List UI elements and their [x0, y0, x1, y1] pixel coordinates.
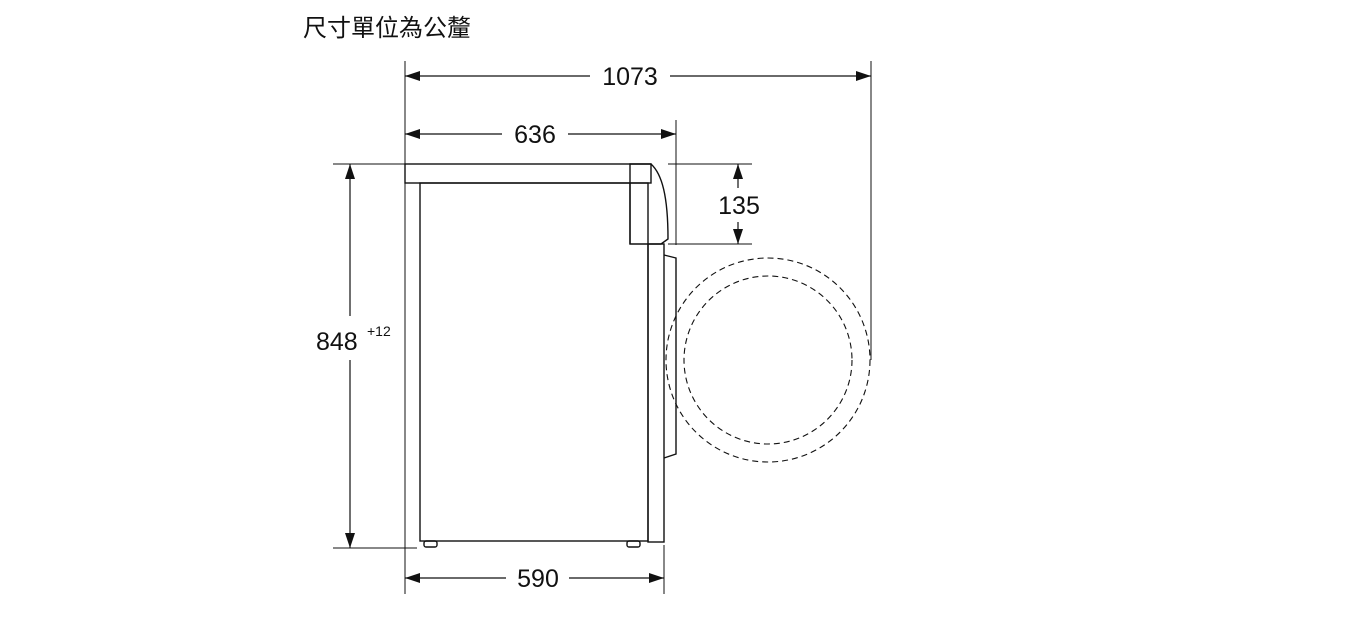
body-depth-label: 590	[517, 565, 559, 593]
machine-right-foot	[626, 540, 641, 548]
height-label: 848	[316, 328, 358, 356]
door-swing-circles	[665, 257, 871, 463]
page-title: 尺寸單位為公釐	[303, 14, 471, 42]
total-depth-label: 1073	[602, 63, 658, 91]
machine-top-panel	[404, 163, 652, 184]
machine-body	[419, 182, 649, 542]
extension-lines	[333, 61, 872, 594]
door-outer-circle	[665, 257, 871, 463]
machine-left-foot	[423, 540, 438, 548]
top-offset-label: 135	[718, 192, 760, 220]
door-inner-circle	[683, 275, 853, 445]
dimension-lines	[345, 71, 871, 583]
machine-door-frame	[647, 243, 665, 543]
washing-machine-side-view	[404, 163, 677, 548]
top-depth-label: 636	[514, 121, 556, 149]
height-tolerance-label: +12	[367, 323, 391, 339]
machine-door-outer-edge	[663, 254, 677, 459]
machine-front-control-curve	[629, 163, 669, 245]
